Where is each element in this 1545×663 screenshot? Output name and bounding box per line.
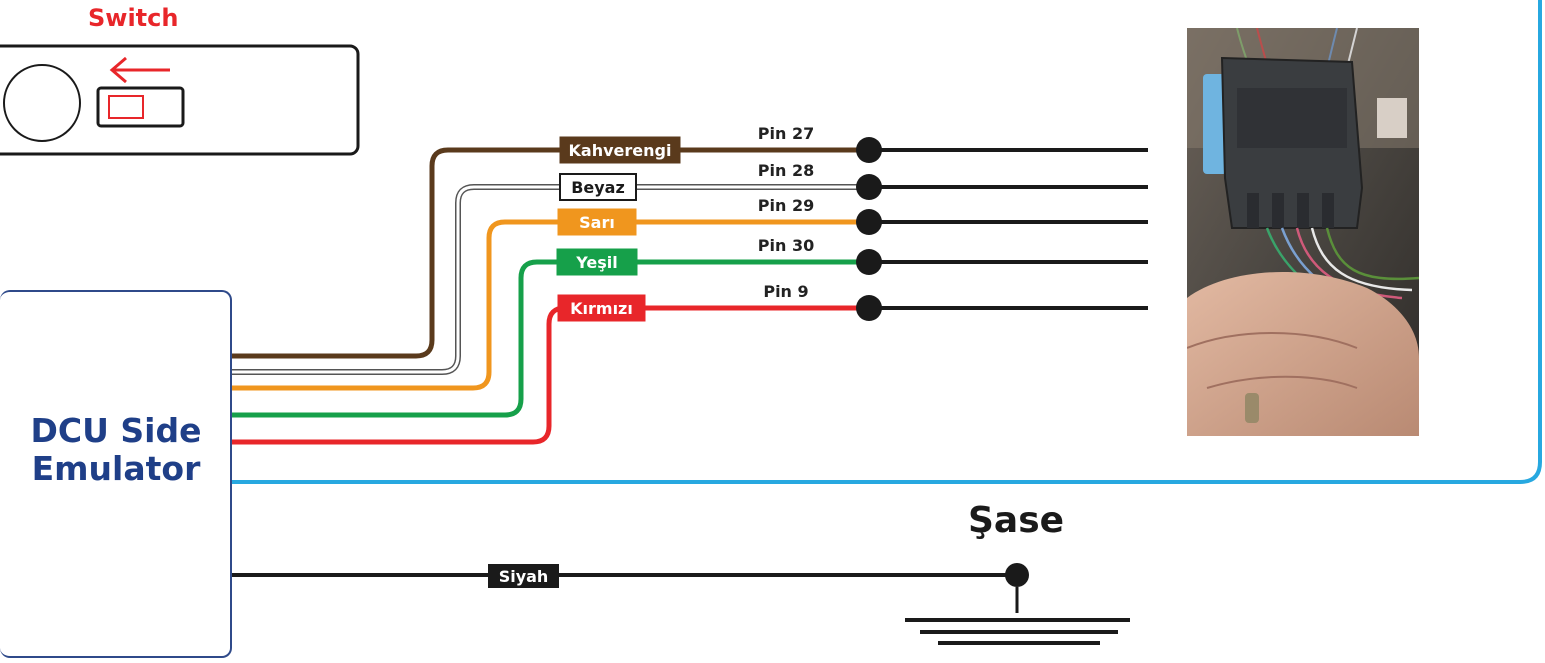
wire-path [232,185,869,374]
wire-label-box [559,136,681,164]
emulator-box [0,290,232,658]
emulator-title-line2: Emulator [31,449,201,488]
wire-label: Beyaz [571,178,625,197]
wire-4: Yeşil Pin 30 [232,236,1148,418]
emulator-title-line1: DCU Side [30,411,202,450]
wire-label-box [556,248,638,276]
pin-dot [856,137,882,163]
pin-dot [856,174,882,200]
emulator-title: DCU Side Emulator [0,412,232,488]
wire-label: Sarı [579,213,615,232]
connector-photo [1187,28,1419,436]
wire-path [232,147,869,359]
ground-wire-label: Siyah [499,567,549,586]
pin-dot [856,249,882,275]
wire-label: Yeşil [575,253,617,272]
wire-label: Kahverengi [569,141,672,160]
switch-knob-circle [3,64,81,142]
switch-slider-indicator [108,95,144,119]
wires-layer: Kahverengi Pin 27 Beyaz Pin 28 Sarı Pin 29 Yeş… [232,124,1148,445]
ground-wire: Siyah [232,563,1130,645]
wire-1: Kahverengi Pin 27 [232,124,1148,359]
wire-path [232,259,869,418]
pin-dot [856,209,882,235]
pin-label: Pin 29 [758,196,814,215]
wire-3: Sarı Pin 29 [232,196,1148,391]
pin-label: Pin 9 [763,282,808,301]
switch-box [0,44,360,156]
wire-label-box [559,173,637,201]
wire-path [232,219,869,391]
pin-label: Pin 28 [758,161,814,180]
wire-label-box [557,208,637,236]
switch-title: Switch [88,4,179,32]
wire-2: Beyaz Pin 28 [232,161,1148,375]
pin-label: Pin 27 [758,124,814,143]
pin-label: Pin 30 [758,236,814,255]
arrow-left-icon [109,56,170,84]
ground-wire-label-box [488,564,559,588]
blue-frame [232,0,1542,484]
ground-terminal-dot [1005,563,1029,587]
ground-symbol-icon [905,618,1130,645]
ground-title: Şase [968,500,1065,541]
wire-5: Kırmızı Pin 9 [232,282,1148,445]
pin-dot [856,295,882,321]
wire-label: Kırmızı [570,299,633,318]
wire-label-box [557,294,646,322]
